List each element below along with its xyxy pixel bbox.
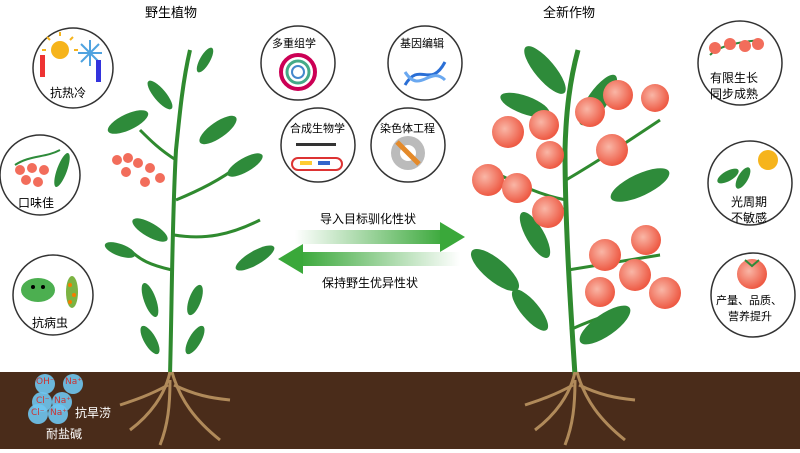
wild-plant bbox=[104, 47, 275, 376]
tech-label-chromosome: 染色体工程 bbox=[380, 122, 435, 135]
trait-label-pest: 抗病虫 bbox=[32, 316, 69, 330]
tech-circle-gene-editing bbox=[387, 25, 463, 101]
trait-label-photoperiod-1: 光周期 bbox=[731, 195, 768, 209]
trait-circle-determinate bbox=[697, 20, 783, 106]
soil bbox=[0, 372, 800, 449]
new-crop-plant bbox=[470, 46, 670, 376]
forward-arrow bbox=[295, 222, 465, 252]
trait-label-determinate-2: 同步成熟 bbox=[710, 87, 759, 101]
soil-label-salt: 耐盐碱 bbox=[46, 427, 83, 441]
new-crop-roots bbox=[524, 371, 636, 446]
trait-circle-photoperiod bbox=[707, 140, 793, 226]
trait-label-yield-2: 营养提升 bbox=[728, 310, 772, 323]
forward-arrow-label: 导入目标驯化性状 bbox=[320, 212, 417, 226]
ion-label-4: Na⁺ bbox=[54, 396, 71, 406]
tech-circle-synbio bbox=[280, 107, 356, 183]
tech-circle-chromosome bbox=[370, 107, 446, 183]
backward-arrow bbox=[278, 244, 460, 274]
soil-label-drought: 抗旱涝 bbox=[75, 406, 112, 420]
trait-label-heat-cold: 抗热冷 bbox=[50, 86, 87, 100]
trait-circle-heat-cold bbox=[32, 27, 114, 109]
tech-label-omics: 多重组学 bbox=[272, 37, 316, 50]
wild-plant-title: 野生植物 bbox=[145, 6, 198, 21]
new-crop-title: 全新作物 bbox=[543, 6, 596, 21]
ion-label-6: Na⁺ bbox=[50, 408, 67, 418]
ion-label-3: Cl⁻ bbox=[36, 396, 50, 406]
tech-label-synbio: 合成生物学 bbox=[290, 122, 345, 135]
trait-label-determinate-1: 有限生长 bbox=[710, 71, 759, 85]
tech-circle-omics bbox=[260, 25, 336, 101]
ion-label-2: Na⁺ bbox=[65, 377, 82, 387]
salt-ion-bubbles bbox=[28, 374, 83, 424]
trait-label-yield-1: 产量、品质、 bbox=[716, 294, 782, 307]
trait-circle-pest bbox=[12, 254, 94, 336]
wild-roots bbox=[119, 371, 231, 446]
ion-label-1: OH⁻ bbox=[36, 377, 55, 387]
tomato-fruits bbox=[472, 80, 681, 309]
ion-label-5: Cl⁻ bbox=[31, 408, 45, 418]
backward-arrow-label: 保持野生优异性状 bbox=[322, 276, 419, 290]
trait-label-photoperiod-2: 不敏感 bbox=[731, 211, 768, 225]
trait-label-taste: 口味佳 bbox=[18, 196, 55, 210]
trait-circle-taste bbox=[0, 134, 81, 216]
tech-label-gene-editing: 基因编辑 bbox=[400, 37, 444, 50]
trait-circle-yield bbox=[710, 252, 796, 338]
